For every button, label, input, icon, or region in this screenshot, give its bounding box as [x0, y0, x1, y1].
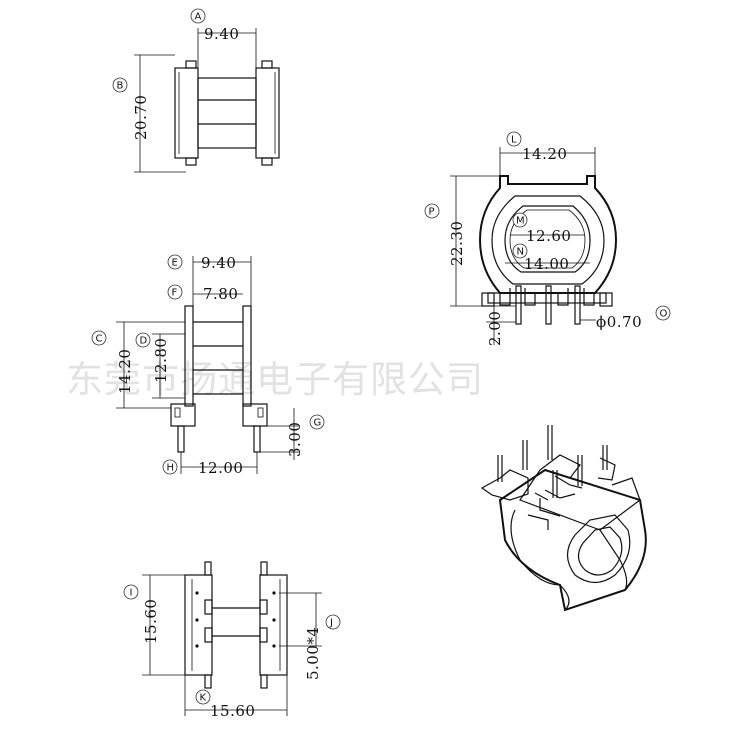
- marker-c: C: [91, 330, 107, 346]
- bottom-height-dimension: 15.60: [142, 574, 185, 676]
- side-pin-length-dimension: 3.00: [260, 408, 304, 460]
- marker-l: L: [506, 131, 522, 147]
- side-inner-width-dimension: 7.80: [193, 285, 243, 303]
- front-inner-window-label: 12.60: [526, 227, 571, 245]
- svg-text:L: L: [511, 135, 517, 146]
- marker-e: E: [167, 254, 183, 270]
- svg-text:A: A: [195, 12, 202, 23]
- marker-f: F: [167, 284, 183, 300]
- marker-o: O: [655, 305, 671, 321]
- bottom-width-label: 15.60: [210, 702, 255, 720]
- svg-text:K: K: [200, 693, 207, 704]
- side-inner-height-dimension: 12.80: [152, 333, 185, 399]
- svg-text:M: M: [516, 216, 525, 227]
- bottom-view-outline: [184, 561, 288, 689]
- marker-n: N: [512, 243, 528, 259]
- svg-text:F: F: [172, 288, 178, 299]
- front-height-label: 22.30: [448, 221, 466, 266]
- side-outer-height-dimension: 14.20: [116, 321, 185, 409]
- marker-b: B: [112, 77, 128, 93]
- svg-text:O: O: [660, 309, 668, 320]
- marker-a: A: [190, 8, 206, 24]
- marker-h: H: [162, 459, 178, 475]
- bottom-view: 15.60 5.00*4 15.60 I J K: [123, 561, 341, 720]
- front-inner-window-dimension: 12.60: [510, 227, 585, 245]
- side-pin-length-label: 3.00: [286, 422, 304, 457]
- front-height-dimension: 22.30: [448, 175, 500, 307]
- svg-text:I: I: [130, 588, 133, 599]
- side-view: 9.40 7.80 14.20 12.80 3.00 12: [91, 254, 325, 477]
- front-top-width-dimension: 14.20: [499, 145, 596, 176]
- svg-text:G: G: [314, 418, 322, 429]
- front-view: 14.20 12.60 14.00 22.30 2.00 ϕ0.70: [424, 131, 671, 346]
- top-view: 9.40 20.70 A B: [112, 8, 280, 173]
- marker-p: P: [424, 203, 440, 219]
- top-view-outline: [174, 60, 280, 166]
- side-pin-span-label: 12.00: [198, 459, 243, 477]
- front-outer-window-label: 14.00: [524, 255, 569, 273]
- svg-text:D: D: [140, 336, 148, 347]
- svg-text:C: C: [96, 334, 103, 345]
- side-outer-width-dimension: 9.40: [192, 254, 252, 306]
- side-inner-height-label: 12.80: [152, 338, 170, 383]
- top-width-label: 9.40: [204, 25, 239, 43]
- marker-j: J: [325, 614, 341, 630]
- marker-g: G: [309, 414, 325, 430]
- side-view-outline: [170, 305, 268, 453]
- company-watermark: 东莞市扬通电子有限公司: [66, 358, 484, 401]
- svg-text:J: J: [329, 618, 333, 629]
- front-top-width-label: 14.20: [522, 145, 567, 163]
- marker-k: K: [195, 689, 211, 705]
- svg-text:E: E: [172, 258, 178, 269]
- side-pin-span-dimension: 12.00: [180, 452, 258, 477]
- front-view-outline: [478, 175, 618, 325]
- svg-text:P: P: [429, 207, 435, 218]
- front-pin-diameter-label: ϕ0.70: [596, 313, 642, 331]
- side-outer-width-label: 9.40: [201, 254, 236, 272]
- marker-d: D: [135, 332, 151, 348]
- front-pin-offset-label: 2.00: [486, 311, 504, 346]
- marker-m: M: [512, 212, 528, 228]
- bottom-pitch-label: 5.00*4: [304, 627, 322, 680]
- bottom-pitch-dimension: 5.00*4: [279, 592, 322, 680]
- svg-text:B: B: [117, 81, 124, 92]
- isometric-view: [480, 425, 647, 612]
- top-height-dimension: 20.70: [132, 54, 186, 173]
- side-inner-width-label: 7.80: [203, 285, 238, 303]
- top-width-dimension: 9.40: [197, 25, 257, 68]
- bottom-width-dimension: 15.60: [184, 675, 288, 720]
- bottom-height-label: 15.60: [142, 599, 160, 644]
- side-outer-height-label: 14.20: [116, 349, 134, 394]
- front-pin-diameter-dimension: ϕ0.70: [580, 313, 642, 331]
- front-pin-offset-dimension: 2.00: [486, 300, 516, 346]
- front-outer-window-dimension: 14.00: [505, 255, 590, 273]
- marker-i: I: [123, 584, 139, 600]
- svg-text:N: N: [517, 247, 524, 258]
- svg-text:H: H: [167, 463, 175, 474]
- top-height-label: 20.70: [132, 95, 150, 140]
